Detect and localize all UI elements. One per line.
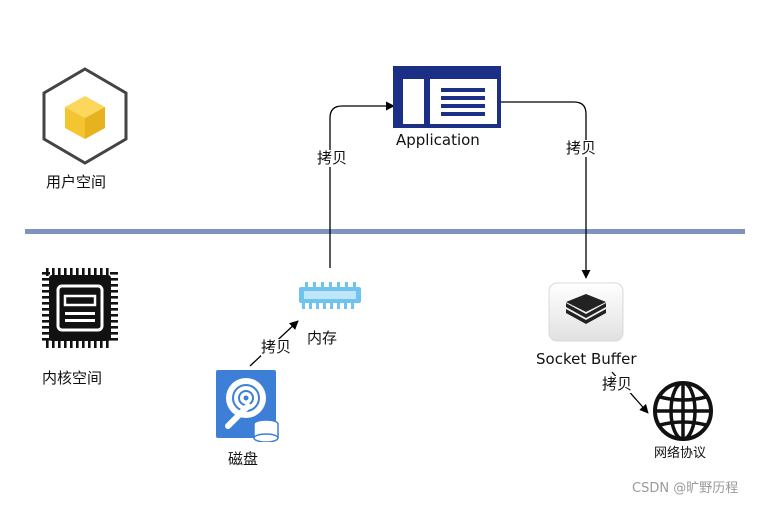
edge-label-socket-buffer-to-network: 拷贝 xyxy=(602,375,633,393)
memory-label: 内存 xyxy=(307,329,338,347)
kernel-space-label: 内核空间 xyxy=(42,369,103,387)
network-protocol-label: 网络协议 xyxy=(654,446,707,461)
edge-label-memory-to-application: 拷贝 xyxy=(317,149,348,167)
socket-buffer-label: Socket Buffer xyxy=(536,350,637,368)
ram-module-icon xyxy=(299,282,361,309)
edge-application-to-socket-buffer xyxy=(500,101,591,279)
watermark: CSDN @旷野历程 xyxy=(632,481,739,496)
app-window-icon xyxy=(393,66,501,128)
globe-icon xyxy=(653,381,713,441)
application-label: Application xyxy=(396,131,480,149)
user-space-label: 用户空间 xyxy=(46,173,107,191)
hard-disk-icon xyxy=(216,370,279,442)
cube-icon xyxy=(42,67,128,165)
edge-memory-to-application xyxy=(329,101,395,268)
space-divider xyxy=(25,229,745,234)
edge-label-disk-to-memory: 拷贝 xyxy=(261,338,292,356)
layers-stack-icon xyxy=(548,282,624,342)
cpu-chip-icon xyxy=(42,268,118,348)
edge-label-application-to-socket-buffer: 拷贝 xyxy=(566,139,597,157)
disk-label: 磁盘 xyxy=(228,450,259,468)
